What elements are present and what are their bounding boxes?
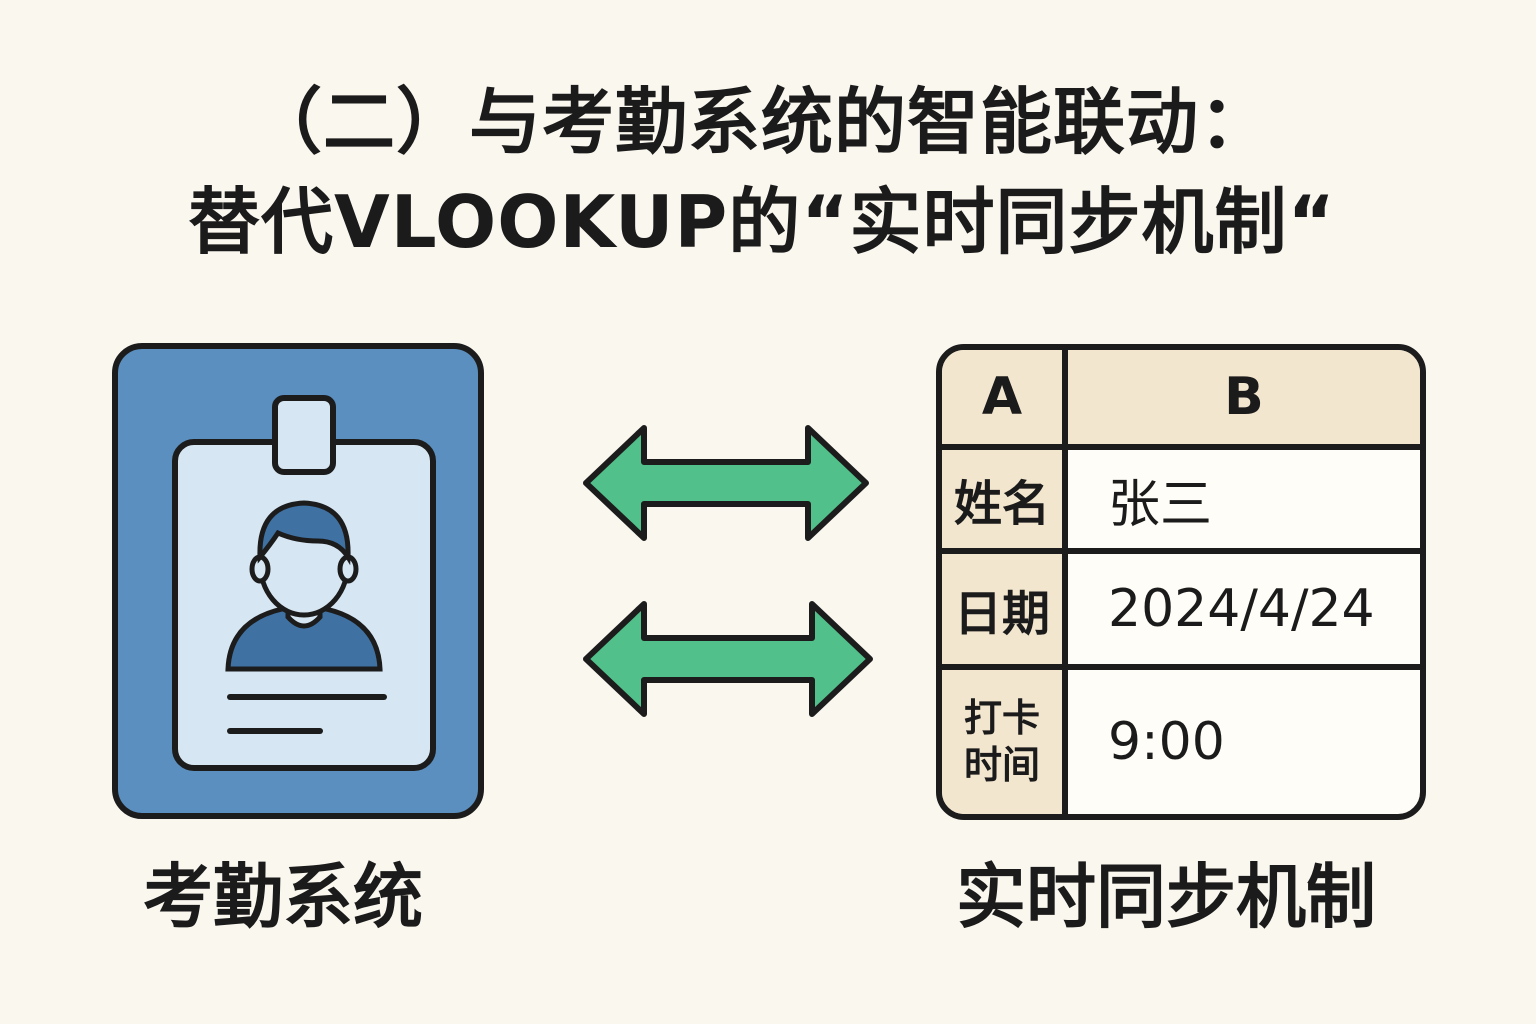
row-label-name: 姓名 bbox=[942, 450, 1068, 554]
caption-attendance-system: 考勤系统 bbox=[143, 856, 423, 938]
person-icon bbox=[225, 500, 387, 734]
title-line-2: 替代VLOOKUP的“实时同步机制“ bbox=[188, 180, 1336, 264]
sync-table: A B 姓名 张三 日期 2024/4/24 打卡时间 9:00 bbox=[936, 344, 1426, 820]
badge-card bbox=[172, 439, 436, 771]
double-arrow-icon bbox=[583, 425, 869, 541]
badge-clip bbox=[272, 395, 336, 475]
title-line-1: （二）与考勤系统的智能联动： bbox=[250, 80, 1273, 164]
column-header-a: A bbox=[942, 350, 1068, 450]
caption-realtime-sync: 实时同步机制 bbox=[956, 856, 1376, 938]
row-label-clock-time: 打卡时间 bbox=[942, 670, 1068, 814]
column-header-b: B bbox=[1068, 350, 1420, 450]
double-arrow-icon bbox=[583, 601, 873, 717]
row-value-name: 张三 bbox=[1068, 450, 1420, 554]
row-value-date: 2024/4/24 bbox=[1068, 554, 1420, 670]
row-label-date: 日期 bbox=[942, 554, 1068, 670]
id-badge-icon bbox=[112, 343, 484, 819]
row-value-clock-time: 9:00 bbox=[1108, 712, 1225, 772]
